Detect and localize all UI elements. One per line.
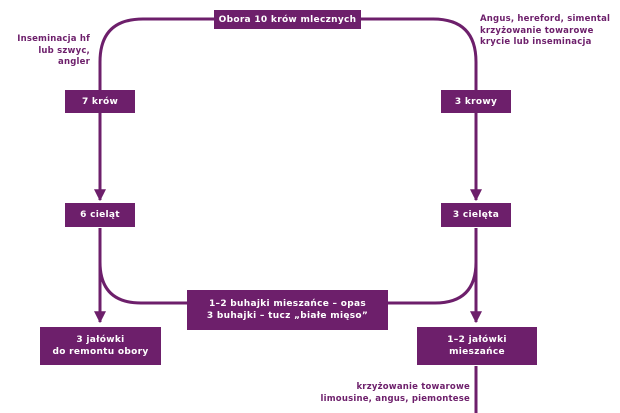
- bottom-right-connector: [388, 261, 478, 305]
- node-obora-label: Obora 10 krów mlecznych: [218, 14, 357, 25]
- node-1-2-jalowki-line1: 1–2 jałówki: [447, 335, 507, 345]
- note-top-left-line1: Inseminacja hf: [17, 34, 90, 44]
- node-1-2-jalowki-line2: mieszańce: [449, 347, 505, 357]
- node-3-jalowki-line1: 3 jałówki: [76, 335, 125, 345]
- node-3-jalowki-line2: do remontu obory: [52, 347, 149, 357]
- note-bottom-right-line1: krzyżowanie towarowe: [356, 382, 470, 392]
- note-top-right-line2: krzyżowanie towarowe: [480, 25, 594, 36]
- node-6-cielat: 6 cieląt: [65, 203, 135, 227]
- note-top-right-line3: krycie lub inseminacja: [480, 37, 592, 47]
- node-buhajki: 1–2 buhajki mieszańce – opas 3 buhajki –…: [187, 290, 388, 330]
- node-3-cieleta: 3 cielęta: [441, 203, 511, 227]
- node-3-cieleta-label: 3 cielęta: [452, 210, 500, 220]
- note-bottom-right-line2: limousine, angus, piemontese: [320, 393, 470, 404]
- node-buhajki-line2: 3 buhajki – tucz „białe mięso”: [206, 311, 369, 321]
- node-7-krow: 7 krów: [65, 90, 135, 113]
- note-top-right: Angus, hereford, simental krzyżowanie to…: [480, 14, 618, 49]
- note-top-left: Inseminacja hf lub szwyc, angler: [4, 34, 90, 69]
- node-obora: Obora 10 krów mlecznych: [214, 10, 361, 29]
- bottom-left-connector: [98, 261, 187, 305]
- node-3-jalowki: 3 jałówki do remontu obory: [40, 327, 161, 365]
- note-top-right-line1: Angus, hereford, simental: [480, 14, 611, 24]
- top-left-connector: [98, 17, 214, 90]
- top-right-connector: [361, 17, 478, 90]
- node-3-krowy: 3 krowy: [441, 90, 511, 113]
- note-top-left-line2: lub szwyc, angler: [38, 45, 90, 68]
- node-1-2-jalowki: 1–2 jałówki mieszańce: [417, 327, 537, 365]
- node-6-cielat-label: 6 cieląt: [80, 210, 120, 220]
- note-bottom-right: krzyżowanie towarowe limousine, angus, p…: [300, 382, 470, 405]
- node-7-krow-label: 7 krów: [81, 96, 119, 107]
- node-3-krowy-label: 3 krowy: [454, 96, 498, 107]
- node-buhajki-line1: 1–2 buhajki mieszańce – opas: [208, 299, 367, 309]
